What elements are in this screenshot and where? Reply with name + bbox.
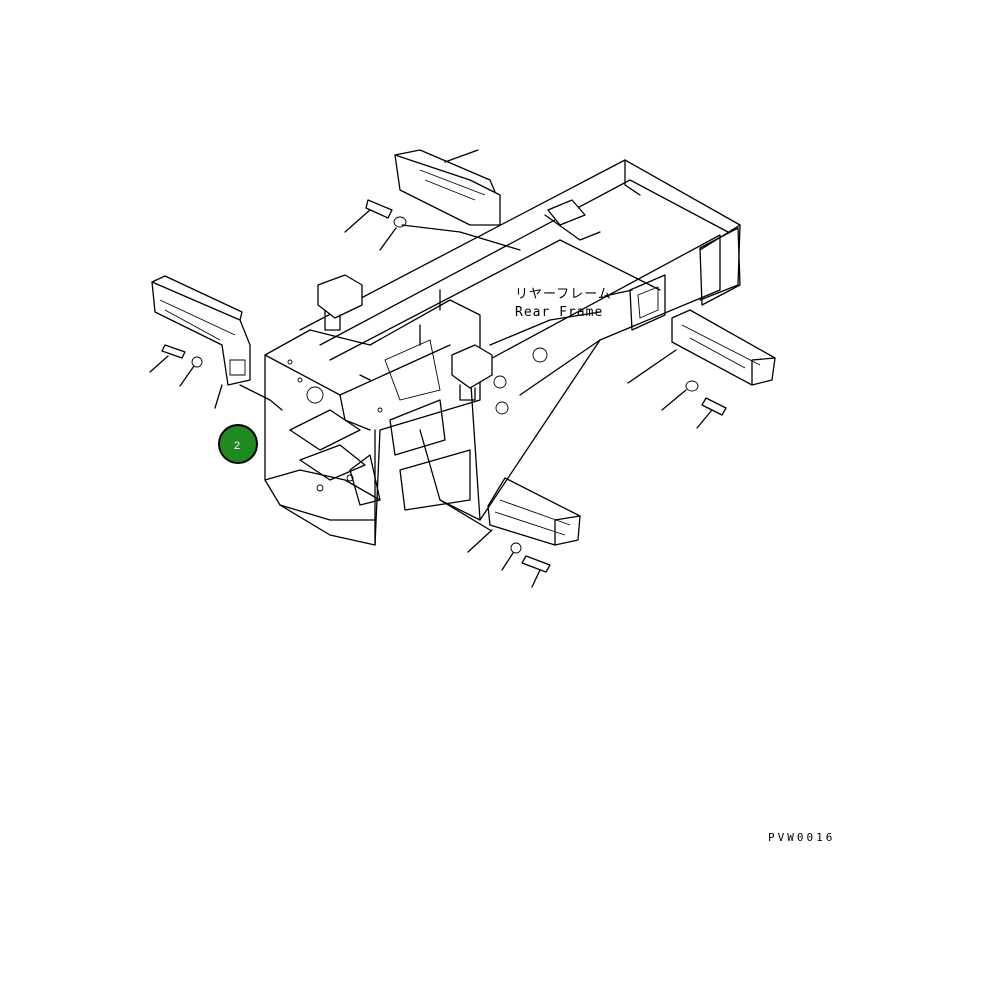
callout-circle[interactable] [218,424,258,464]
label-leader-line-2 [489,311,601,346]
rear-frame-drawing [264,159,741,546]
label-leader-line [604,289,633,297]
bracket-right [627,309,776,429]
bracket-upper-center [344,149,521,251]
callout-number: 2 [234,440,240,452]
callout-badge[interactable]: 2 [218,424,258,464]
label-english: Rear Frame [515,305,603,320]
drawing-code: PVW0016 [768,831,835,844]
rear-frame-label: リヤーフレーム Rear Frame [489,287,633,346]
bracket-lower [439,477,581,588]
label-japanese: リヤーフレーム [515,287,612,302]
bracket-left [149,275,283,411]
